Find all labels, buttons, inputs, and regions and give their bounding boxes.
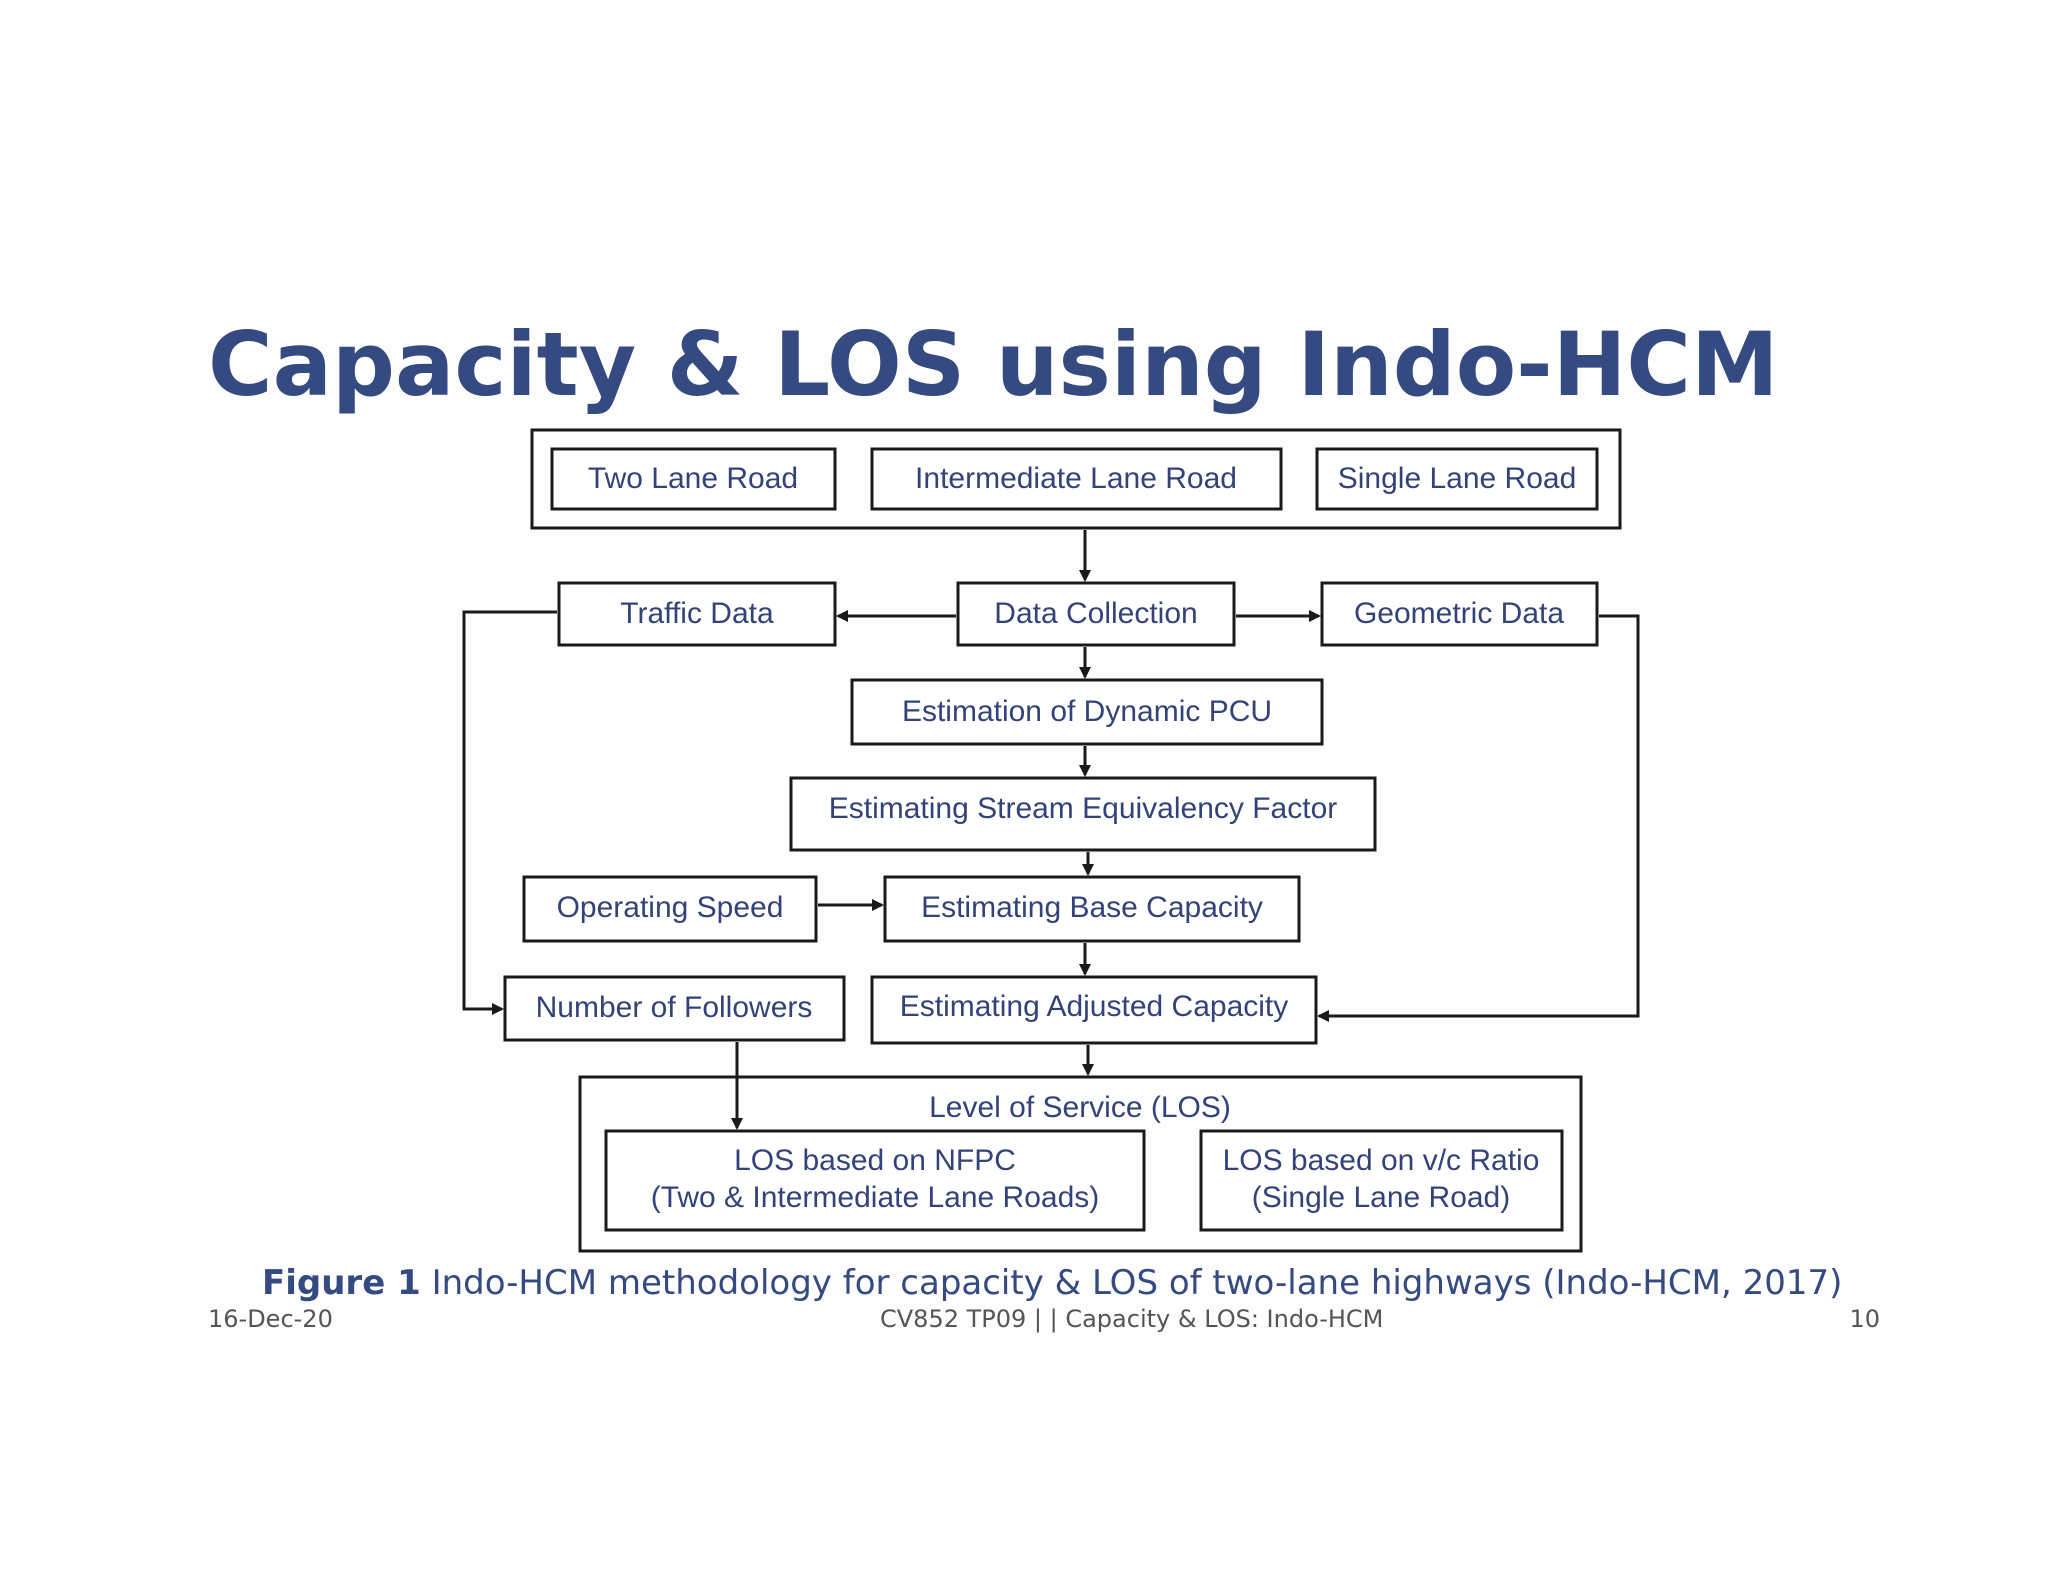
- slide-title: Capacity & LOS using Indo-HCM: [208, 313, 1779, 416]
- geometric-data-label: Geometric Data: [1354, 597, 1564, 630]
- dynamic-pcu-box: Estimation of Dynamic PCU: [850, 678, 1324, 746]
- stream-factor-label: Estimating Stream Equivalency Factor: [829, 792, 1338, 825]
- data-collection-label: Data Collection: [994, 597, 1197, 630]
- road-type-intermediate-label: Intermediate Lane Road: [915, 462, 1237, 495]
- los-vc-line1: LOS based on v/c Ratio: [1223, 1144, 1540, 1177]
- road-type-two-lane: Two Lane Road: [550, 447, 837, 511]
- road-type-intermediate: Intermediate Lane Road: [870, 447, 1283, 511]
- base-capacity-box: Estimating Base Capacity: [883, 875, 1301, 943]
- geometric-data-box: Geometric Data: [1320, 581, 1599, 647]
- arrow-geometric-to-adjusted: [1317, 614, 1640, 1022]
- figure-caption-label: Figure 1: [262, 1263, 421, 1303]
- adjusted-capacity-label: Estimating Adjusted Capacity: [900, 990, 1289, 1023]
- operating-speed-box: Operating Speed: [522, 875, 818, 943]
- road-type-two-lane-label: Two Lane Road: [588, 462, 798, 495]
- los-nfpc-line2: (Two & Intermediate Lane Roads): [651, 1181, 1100, 1214]
- road-types-frame: [530, 428, 1622, 530]
- traffic-data-label: Traffic Data: [620, 597, 774, 630]
- base-capacity-label: Estimating Base Capacity: [921, 891, 1263, 924]
- los-vc-box: LOS based on v/c Ratio (Single Lane Road…: [1199, 1129, 1564, 1232]
- data-collection-box: Data Collection: [956, 581, 1236, 647]
- arrow-traffic-to-followers: [462, 610, 557, 1015]
- los-frame: Level of Service (LOS): [578, 1075, 1583, 1253]
- los-title: Level of Service (LOS): [929, 1091, 1231, 1124]
- los-nfpc-line1: LOS based on NFPC: [734, 1144, 1016, 1177]
- followers-box: Number of Followers: [503, 975, 846, 1042]
- stream-factor-box: Estimating Stream Equivalency Factor: [789, 776, 1377, 852]
- road-type-single-lane: Single Lane Road: [1315, 447, 1599, 511]
- footer-date: 16-Dec-20: [208, 1305, 333, 1333]
- figure-caption: Figure 1 Indo-HCM methodology for capaci…: [262, 1258, 1842, 1308]
- road-type-single-lane-label: Single Lane Road: [1338, 462, 1577, 495]
- footer-course: CV852 TP09 | | Capacity & LOS: Indo-HCM: [880, 1305, 1384, 1333]
- los-vc-line2: (Single Lane Road): [1252, 1181, 1511, 1214]
- los-nfpc-box: LOS based on NFPC (Two & Intermediate La…: [604, 1129, 1146, 1232]
- figure-caption-text: Indo-HCM methodology for capacity & LOS …: [431, 1263, 1843, 1303]
- dynamic-pcu-label: Estimation of Dynamic PCU: [902, 695, 1272, 728]
- footer-page-number: 10: [1849, 1305, 1880, 1333]
- operating-speed-label: Operating Speed: [557, 891, 784, 924]
- adjusted-capacity-box: Estimating Adjusted Capacity: [870, 975, 1318, 1045]
- followers-label: Number of Followers: [536, 991, 813, 1024]
- traffic-data-box: Traffic Data: [557, 581, 837, 647]
